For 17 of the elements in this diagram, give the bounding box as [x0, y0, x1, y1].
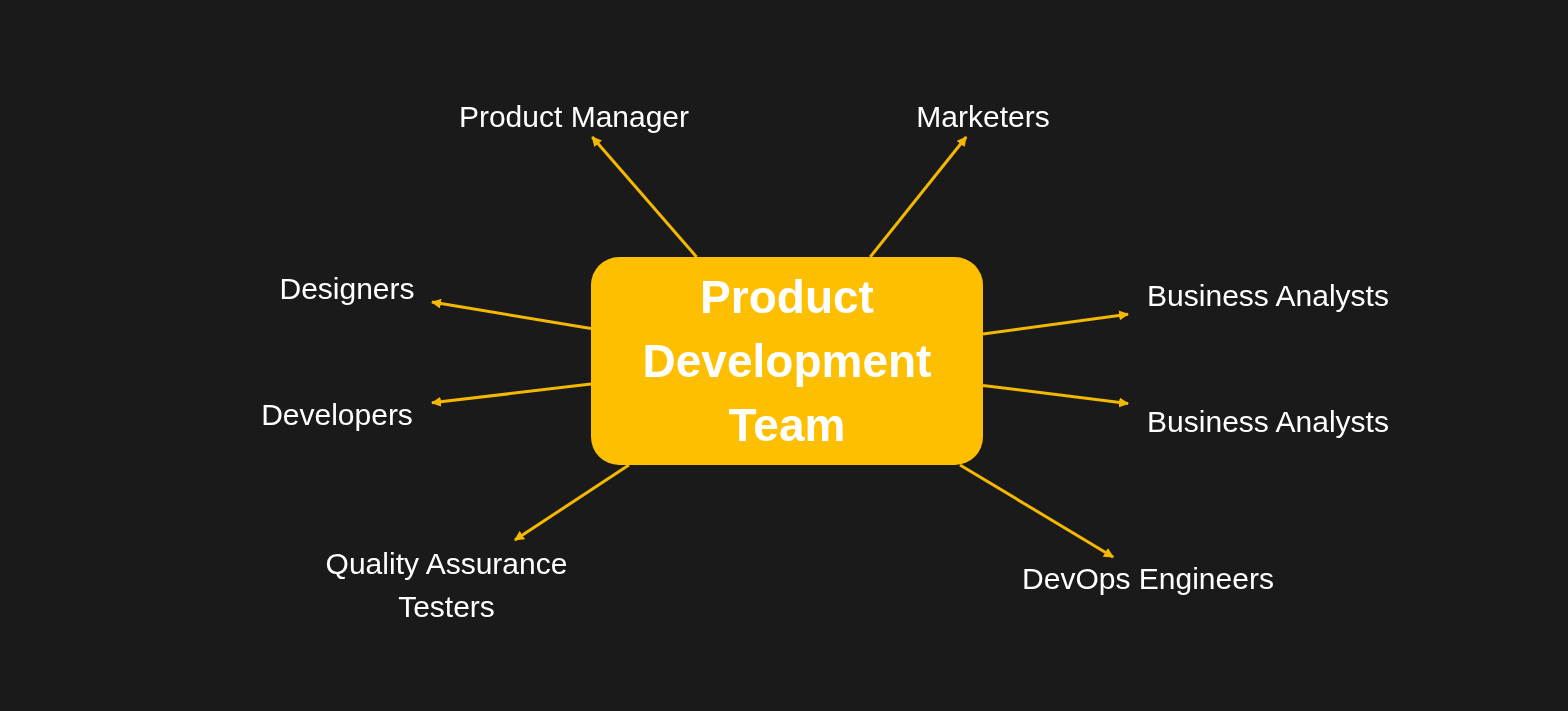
role-label: Business Analysts [1128, 274, 1408, 316]
team-box: Product Development Team [591, 257, 983, 465]
arrow [959, 463, 1114, 559]
arrow [982, 310, 1129, 336]
role-label: Developers [242, 393, 432, 435]
arrow [431, 298, 592, 330]
arrow [431, 382, 592, 407]
arrow [591, 136, 698, 258]
arrow [514, 463, 630, 542]
role-label: DevOps Engineers [1003, 557, 1293, 599]
arrow [982, 383, 1129, 408]
role-label: Quality Assurance Testers [300, 540, 593, 630]
arrow [869, 136, 968, 258]
role-label: Product Manager [440, 95, 708, 137]
role-label: Marketers [900, 95, 1066, 137]
role-label: Designers [262, 267, 432, 309]
role-label: Business Analysts [1128, 400, 1408, 442]
